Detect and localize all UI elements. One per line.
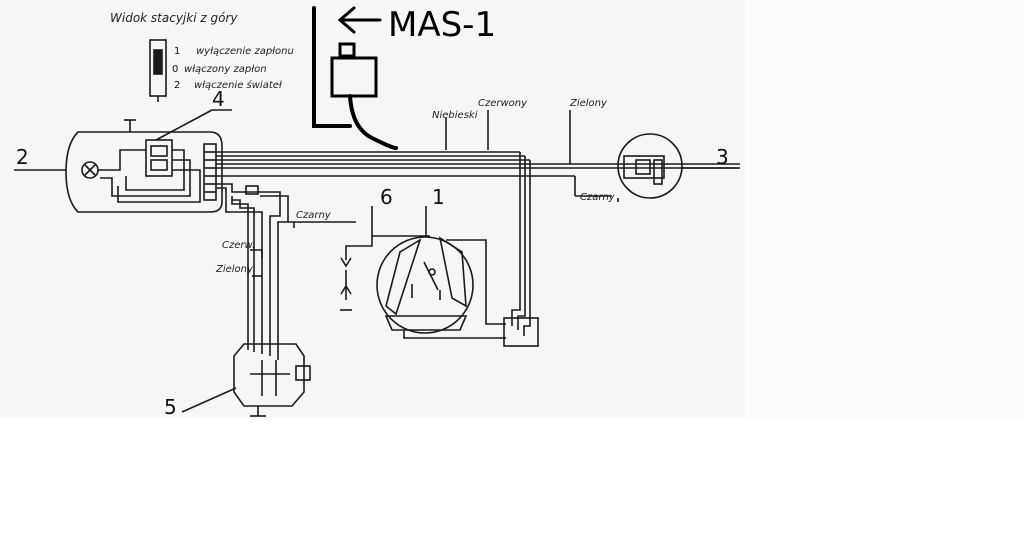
component-1-label: 1 xyxy=(432,185,445,209)
regulator xyxy=(233,343,311,417)
mas1-annotation xyxy=(312,6,398,150)
ignition-switch-key xyxy=(149,39,167,102)
position-2-num: 2 xyxy=(174,80,180,91)
tail-lamp xyxy=(617,133,683,199)
position-1-num: 1 xyxy=(174,46,180,57)
scan-paper-right xyxy=(745,0,1024,418)
headlamp xyxy=(65,119,223,213)
component-6-label: 6 xyxy=(380,185,393,209)
left-harness xyxy=(216,187,356,360)
junction-box xyxy=(503,317,539,347)
position-0-num: 0 xyxy=(172,64,178,75)
position-0-label: włączony zapłon xyxy=(184,64,267,75)
wire-label-czarny-right: Czarny xyxy=(580,192,616,203)
ignition-magneto xyxy=(376,236,474,334)
component-5-label: 5 xyxy=(164,395,177,419)
position-2-label: włączenie świateł xyxy=(194,79,283,91)
ignition-coil xyxy=(330,56,378,98)
wire-label-zielony-left: Zielony xyxy=(215,264,254,275)
position-1-label: wyłączenie zapłonu xyxy=(196,46,294,57)
mas1-label: MAS-1 xyxy=(388,5,496,45)
left-arrow xyxy=(337,6,382,34)
component-2-label: 2 xyxy=(16,145,29,169)
top-view-title: Widok stacyjki z góry xyxy=(110,11,238,25)
wire-label-czerwony: Czerwony xyxy=(478,98,528,109)
component-4-label: 4 xyxy=(212,87,225,111)
wire-label-czarny-mid: Czarny xyxy=(296,210,332,221)
wire-label-czerw: Czerw. xyxy=(222,240,255,251)
wire-label-niebieski: Niebieski xyxy=(432,110,478,121)
component-3-label: 3 xyxy=(716,145,729,169)
wire-label-zielony-top: Zielony xyxy=(569,98,608,109)
